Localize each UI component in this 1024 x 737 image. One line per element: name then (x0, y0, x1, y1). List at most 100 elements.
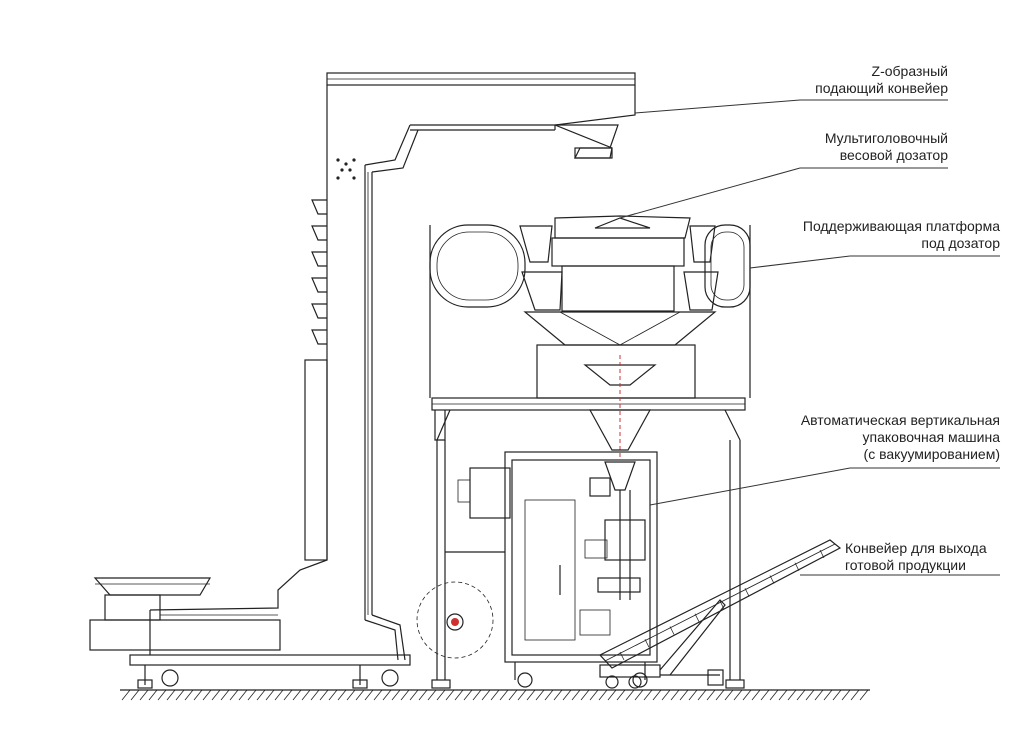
ground-hatch (220, 689, 230, 701)
conveyor-cleat (644, 639, 650, 648)
ground-hatch (301, 689, 311, 701)
ground-hatch (121, 689, 131, 701)
ground-hatch (364, 689, 374, 701)
ground-hatch (652, 689, 662, 701)
bucket (311, 199, 327, 215)
ground-hatch (184, 689, 194, 701)
ground-hatch (598, 689, 608, 701)
label-support-platform: Поддерживающая платформа под дозатор (802, 218, 1000, 251)
support-platform (429, 224, 751, 689)
ground-hatch (553, 689, 563, 701)
ground-hatch (445, 689, 455, 701)
ground-hatch (148, 689, 158, 701)
bucket (311, 303, 327, 319)
ground-hatch (526, 689, 536, 701)
ground-hatch (292, 689, 302, 701)
ground-hatch (391, 689, 401, 701)
ground-hatch (787, 689, 797, 701)
vertical-packing-machine (445, 451, 658, 688)
ground-hatch (661, 689, 671, 701)
ground-hatch (328, 689, 338, 701)
bolt-dot (336, 158, 340, 162)
ground-hatch (130, 689, 140, 701)
ground-hatch (706, 689, 716, 701)
ground-hatch (562, 689, 572, 701)
ground-hatch (769, 689, 779, 701)
ground-hatch (859, 689, 869, 701)
ground-hatch (517, 689, 527, 701)
bolt-dot (340, 168, 344, 172)
conveyor-cleat (744, 588, 750, 597)
bucket (311, 251, 327, 267)
ground-hatch (625, 689, 635, 701)
conveyor-cleat (819, 549, 825, 559)
ground-hatch (616, 689, 626, 701)
ground-hatch (166, 689, 176, 701)
conveyor-cleat (794, 562, 800, 571)
ground-hatch (697, 689, 707, 701)
ground-hatch (283, 689, 293, 701)
output-conveyor (599, 539, 842, 689)
ground-hatch (607, 689, 617, 701)
ground-hatch (355, 689, 365, 701)
bolt-dot (352, 158, 356, 162)
ground-hatch (679, 689, 689, 701)
ground-hatch (211, 689, 221, 701)
leader-lines (619, 99, 1000, 576)
bolt-dot (336, 176, 340, 180)
ground-hatch (409, 689, 419, 701)
label-vertical-packer: Автоматическая вертикальная упаковочная … (800, 412, 1000, 462)
ground-hatch (751, 689, 761, 701)
ground-hatch (202, 689, 212, 701)
ground-hatch (481, 689, 491, 701)
ground-hatch (499, 689, 509, 701)
ground-hatch (139, 689, 149, 701)
ground-hatch (760, 689, 770, 701)
ground-hatch (544, 689, 554, 701)
label-multihead-weigher: Мультиголовочный весовой дозатор (824, 130, 948, 163)
label-z-conveyor: Z-образный подающий конвейер (815, 63, 948, 96)
ground-hatch (850, 689, 860, 701)
label-output-conveyor: Конвейер для выхода готовой продукции (845, 540, 987, 573)
ground-hatch (778, 689, 788, 701)
ground-hatch (643, 689, 653, 701)
ground-hatch (688, 689, 698, 701)
ground-hatch (814, 689, 824, 701)
ground-hatch (274, 689, 284, 701)
ground-hatch (463, 689, 473, 701)
ground-hatch (193, 689, 203, 701)
ground-hatch (715, 689, 725, 701)
ground-hatch (175, 689, 185, 701)
ground-hatch (400, 689, 410, 701)
bolt-dot (348, 168, 352, 172)
ground-hatch (742, 689, 752, 701)
bucket (311, 277, 327, 293)
bolt-dot (344, 162, 348, 166)
ground-hatch (382, 689, 392, 701)
ground-hatch (157, 689, 167, 701)
ground-hatch (805, 689, 815, 701)
ground-hatch (337, 689, 347, 701)
ground-hatch (256, 689, 266, 701)
ground-hatch (841, 689, 851, 701)
ground-hatch (733, 689, 743, 701)
ground (120, 689, 870, 701)
ground-hatch (346, 689, 356, 701)
ground-hatch (472, 689, 482, 701)
bolt-dot (352, 176, 356, 180)
ground-hatch (418, 689, 428, 701)
ground-hatch (319, 689, 329, 701)
ground-hatch (508, 689, 518, 701)
ground-hatch (373, 689, 383, 701)
z-conveyor (89, 72, 636, 689)
ground-hatch (796, 689, 806, 701)
ground-hatch (589, 689, 599, 701)
ground-hatch (310, 689, 320, 701)
conveyor-cleat (694, 613, 700, 622)
ground-hatch (670, 689, 680, 701)
multihead-weigher (519, 215, 719, 460)
ground-hatch (634, 689, 644, 701)
conveyor-cleat (669, 626, 675, 635)
ground-hatch (571, 689, 581, 701)
